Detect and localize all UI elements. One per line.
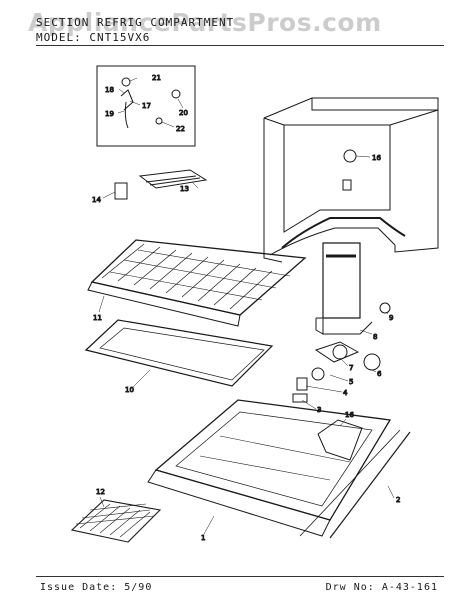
issue-date: Issue Date: 5/90 [40,582,152,593]
callout-9: 9 [389,314,393,322]
callout-17: 17 [142,102,151,110]
callout-19: 19 [105,110,114,118]
section-header: SECTION REFRIG COMPARTMENT [36,16,234,29]
model-header: MODEL: CNT15VX6 [36,31,150,44]
callout-3: 3 [317,406,321,414]
part-10-crisper-cover [84,319,274,387]
part-9-screw [379,302,391,314]
callout-2: 2 [396,496,400,504]
callout-16-lamp: 16 [372,154,381,162]
part-11-shelf [87,239,307,327]
part-16-lamp [343,149,357,163]
callout-14: 14 [92,196,101,204]
part-6-fan-grommet [363,353,381,371]
callout-18: 18 [105,86,114,94]
callout-20: 20 [179,109,188,117]
part-19-tube [124,101,129,129]
part-21-knob [121,77,131,87]
issue-date-label: Issue Date: [40,582,118,593]
part-8-evaporator-cover [315,242,373,335]
drawing-number-label: Drw No: [325,582,375,593]
part-14-bracket [114,182,128,200]
part-1-crisper-pan [147,399,401,537]
callout-10: 10 [125,386,134,394]
callout-1: 1 [201,534,205,542]
callout-6: 6 [377,370,382,378]
callouts: 21 18 17 19 20 22 13 14 16 11 8 9 10 5 4… [92,74,401,543]
part-13-shelf [138,169,208,189]
callout-5: 5 [349,378,353,386]
thermostat-inset [96,65,196,147]
part-16-duct [317,419,363,461]
drawing-number-value: A-43-161 [381,582,438,593]
part-18-bracket [120,89,134,111]
callout-4: 4 [343,389,348,397]
watermark: AppliancePartsPros.com [28,8,382,37]
callout-13: 13 [180,185,189,193]
inset-frame [96,65,196,147]
part-5-fan-blade [311,367,325,381]
part-20-dial [171,89,181,99]
model-value: CNT15VX6 [89,31,151,44]
part-4-fan-motor [296,377,308,391]
callout-12: 12 [96,488,105,496]
leader-lines [98,77,395,535]
callout-22: 22 [176,125,185,133]
part-12-egg-tray [70,499,162,543]
header-rule [36,45,444,46]
callout-8: 8 [373,333,377,341]
section-value: REFRIG COMPARTMENT [96,16,235,29]
drawing-number: Drw No: A-43-161 [326,582,438,593]
callout-11: 11 [93,314,102,322]
footer-rule [36,576,444,577]
part-3-motor-mount [292,393,308,403]
part-2-rail [329,431,411,539]
callout-7: 7 [349,364,353,372]
cabinet-liner [263,97,439,263]
cabinet-light-socket [342,179,352,191]
part-22-screw [155,117,163,125]
model-label: MODEL: [36,31,82,44]
part-7-fan-bracket [314,341,360,363]
section-label: SECTION [36,16,90,29]
callout-21: 21 [152,74,161,82]
fan-assembly [292,341,381,403]
callout-16-duct: 16 [345,411,354,419]
issue-date-value: 5/90 [124,582,153,593]
